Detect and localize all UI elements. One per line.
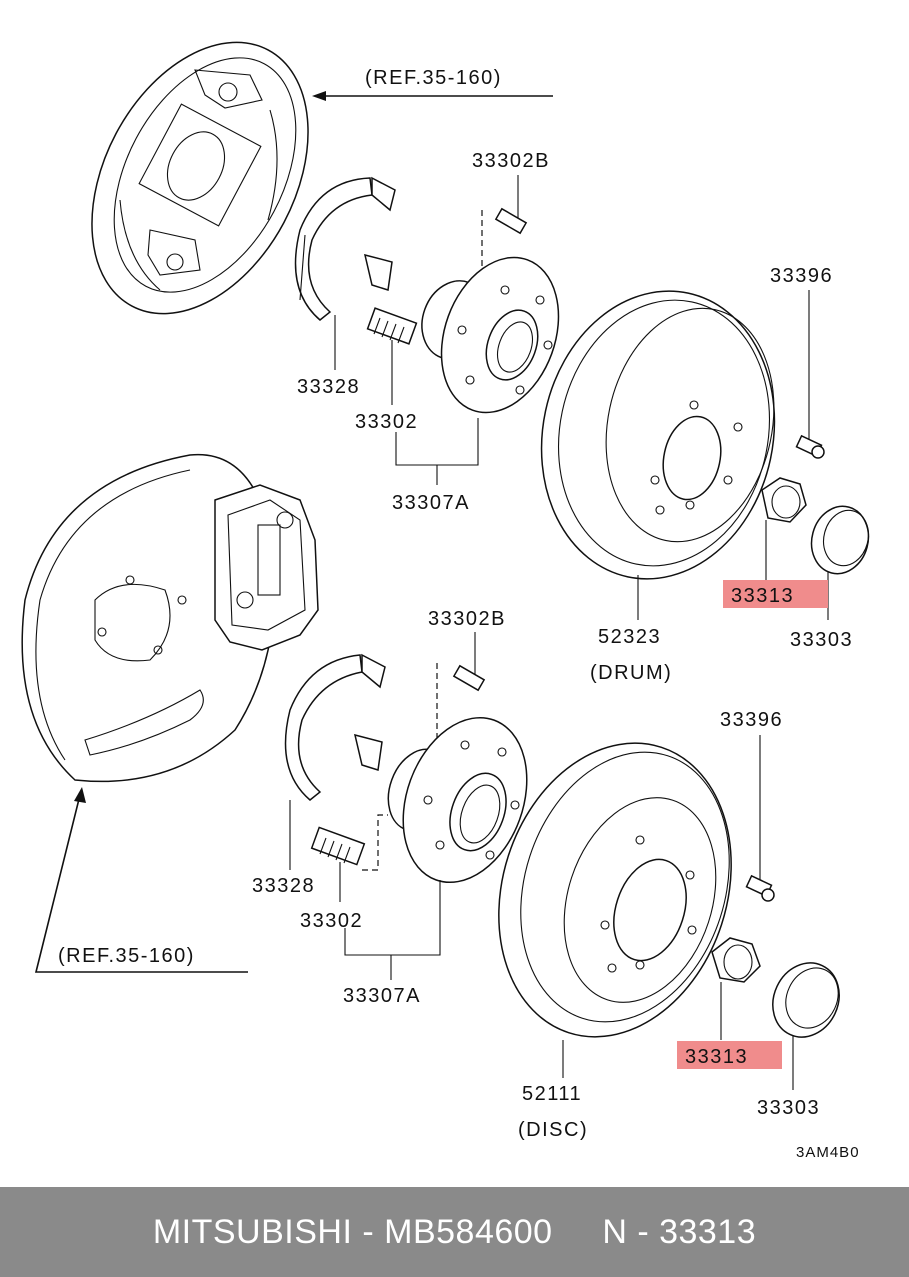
drum-hub-cap bbox=[810, 505, 870, 575]
disc-hub bbox=[387, 716, 528, 884]
disc-hub-cap bbox=[772, 962, 840, 1038]
disc-spacer bbox=[284, 653, 386, 801]
drum-hub bbox=[421, 256, 560, 414]
label-disc-bolt-top: 33302B bbox=[428, 608, 506, 630]
label-drum-caption: (DRUM) bbox=[590, 662, 672, 684]
label-ref-bottom: (REF.35-160) bbox=[58, 945, 195, 967]
label-drum-hub: 33307A bbox=[392, 492, 470, 514]
parts-diagram: (REF.35-160) 33302B 33396 33328 33302 33… bbox=[21, 41, 870, 1161]
highlight-drum-nut bbox=[723, 580, 828, 608]
label-disc-hub: 33307A bbox=[343, 985, 421, 1007]
label-ref-top: (REF.35-160) bbox=[365, 67, 502, 89]
drum-stud bbox=[366, 307, 418, 345]
drum-spacer bbox=[294, 176, 396, 321]
disc-wheel-bolt bbox=[745, 874, 775, 902]
label-drum-bolt-right: 33396 bbox=[770, 265, 833, 287]
footer-bar: MITSUBISHI - MB584600 N - 33313 bbox=[0, 1187, 909, 1277]
disc-stud bbox=[310, 814, 388, 871]
drum-hub-nut bbox=[761, 477, 807, 523]
disc-backing-plate bbox=[21, 453, 277, 783]
ref-arrow-bottom bbox=[34, 787, 248, 973]
label-drum-cap: 33303 bbox=[790, 629, 853, 651]
label-drum-spacer: 33328 bbox=[297, 376, 360, 398]
drum-backing-plate bbox=[91, 41, 309, 315]
drawing-code: 3AM4B0 bbox=[796, 1144, 860, 1161]
brake-drum bbox=[540, 290, 776, 580]
label-disc-part: 52111 bbox=[522, 1083, 582, 1105]
disc-hub-nut bbox=[711, 937, 761, 983]
label-drum-bolt-top: 33302B bbox=[472, 150, 550, 172]
label-disc-cap: 33303 bbox=[757, 1097, 820, 1119]
disc-caliper bbox=[214, 484, 319, 651]
footer-part-number: MITSUBISHI - MB584600 N - 33313 bbox=[152, 1212, 757, 1251]
ref-arrow-top bbox=[312, 91, 553, 101]
brake-disc bbox=[498, 742, 732, 1038]
label-disc-caption: (DISC) bbox=[518, 1119, 588, 1141]
label-disc-spacer: 33328 bbox=[252, 875, 315, 897]
label-drum-stud: 33302 bbox=[355, 411, 418, 433]
label-drum-nut: 33313 bbox=[731, 585, 794, 607]
label-disc-nut: 33313 bbox=[685, 1046, 748, 1068]
label-disc-bolt-right: 33396 bbox=[720, 709, 783, 731]
label-disc-stud: 33302 bbox=[300, 910, 363, 932]
drum-wheel-bolt bbox=[795, 434, 825, 459]
label-drum-part: 52323 bbox=[598, 626, 661, 648]
highlight-disc-nut bbox=[677, 1041, 782, 1069]
